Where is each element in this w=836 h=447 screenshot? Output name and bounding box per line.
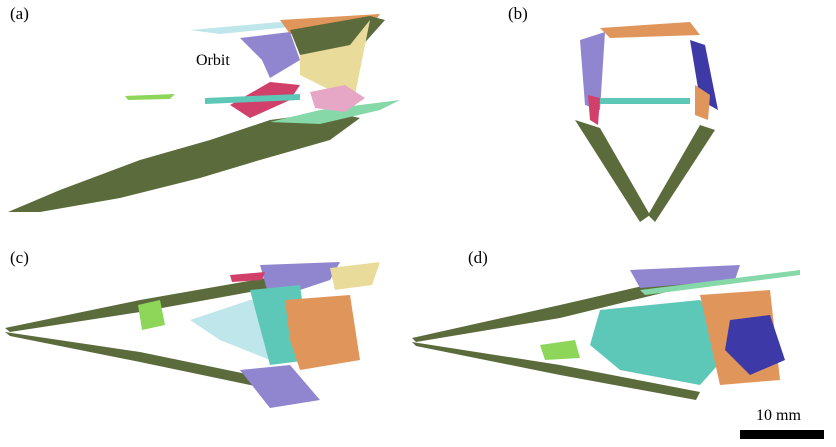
purple-bone — [240, 32, 300, 78]
right-orange-bone — [695, 85, 710, 120]
left-mandible — [575, 120, 650, 222]
teal-bone — [590, 300, 740, 385]
purple-bone — [630, 265, 740, 288]
orbit-label: Orbit — [196, 52, 230, 69]
darkblue-bone — [725, 315, 785, 375]
green-fragment — [540, 340, 580, 360]
panel-a-lateral-skull — [8, 14, 400, 212]
mid-teal-bar — [600, 98, 690, 104]
right-mandible — [648, 125, 715, 222]
right-purple-bone — [690, 40, 718, 110]
pink-bone — [310, 85, 365, 112]
yellow-bone — [330, 262, 380, 290]
panel-b-anterior-skull — [575, 22, 718, 222]
scale-bar-label: 10 mm — [756, 407, 801, 424]
lower-jaw-ramus — [5, 332, 300, 395]
panel-d-ventral-skull — [412, 265, 800, 400]
teal-bone — [205, 94, 300, 104]
upper-lightblue-bone — [190, 22, 300, 34]
mint-bar — [640, 270, 800, 295]
green-fragment — [138, 300, 165, 330]
scale-bar — [740, 430, 824, 439]
green-fragment — [125, 94, 175, 100]
orange-bone — [285, 295, 360, 370]
panel-c-dorsal-skull — [5, 262, 380, 408]
panel-label-a: (a) — [10, 4, 29, 23]
left-magenta-bone — [588, 95, 600, 125]
jaw-mint-bone — [270, 100, 400, 124]
purple-bone-bottom — [240, 365, 320, 408]
top-orange-bone — [600, 22, 700, 38]
panel-label-c: (c) — [10, 248, 29, 267]
left-purple-bone — [580, 32, 605, 110]
panel-label-d: (d) — [468, 248, 488, 267]
panel-label-b: (b) — [508, 4, 528, 23]
lower-jaw — [8, 112, 360, 212]
yellow-bone — [300, 20, 370, 95]
magenta-bone — [230, 272, 265, 282]
upper-jaw-ramus — [412, 275, 695, 342]
lower-jaw-ramus — [412, 342, 700, 400]
